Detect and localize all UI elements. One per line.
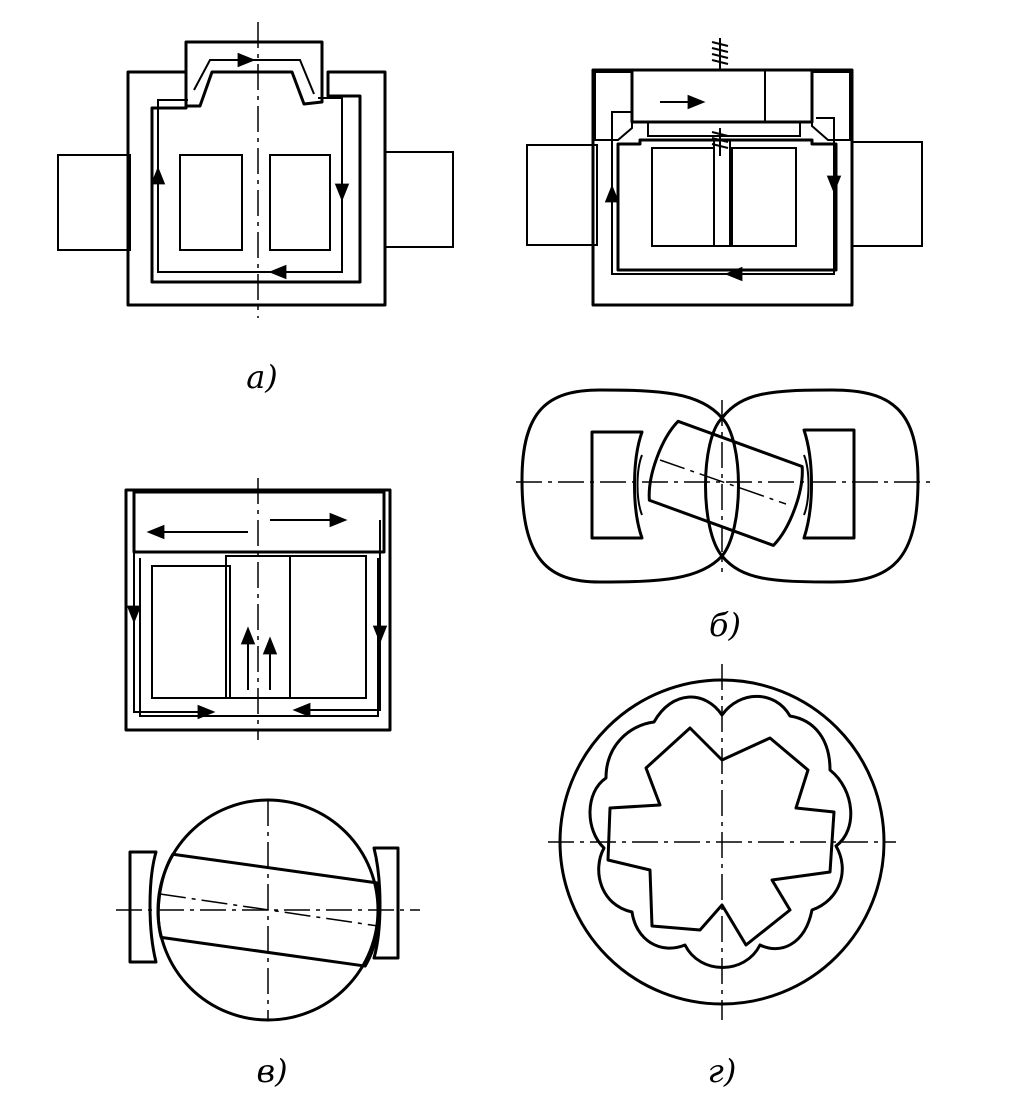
stator-bore-g	[588, 694, 853, 969]
pole-left-b	[590, 430, 644, 540]
stator-right-b	[720, 388, 920, 584]
pole-left-v	[128, 850, 158, 964]
panel-a: а)	[57, 22, 454, 396]
panel-g: г)	[548, 664, 896, 1090]
coil-block-left-a	[57, 154, 131, 251]
hatched-yoke-right	[811, 71, 851, 141]
pole-face-right-b	[803, 454, 810, 516]
rotor-axis-b	[659, 459, 787, 505]
rotor-bar-v	[156, 852, 382, 968]
spring-bottom-icon	[711, 128, 729, 156]
panel-v: в)	[116, 478, 420, 1090]
core-inner-v	[139, 558, 379, 717]
panel-label-v: в)	[256, 1052, 287, 1090]
inner-core-a2	[616, 138, 838, 272]
panel-a-variant	[526, 38, 923, 307]
center-pole-a2	[713, 139, 731, 247]
panel-label-g: г)	[708, 1052, 737, 1090]
coil-block-left-a2	[526, 144, 598, 246]
armature-v	[132, 490, 386, 554]
winding-a	[179, 154, 331, 251]
armature-a	[184, 40, 324, 108]
armature-a2	[630, 68, 814, 124]
flux-path-v	[126, 510, 388, 720]
flux-path-a2	[604, 94, 842, 282]
rotor-axis-v	[159, 893, 379, 927]
coil-block-right-a	[384, 151, 454, 248]
armature-inner-a	[193, 59, 315, 95]
rotor-star-g	[606, 726, 836, 947]
winding-a2	[651, 147, 797, 247]
panel-label-b: б)	[709, 606, 741, 644]
flux-path-a	[150, 52, 350, 280]
winding-v	[151, 555, 367, 699]
pole-right-b	[802, 428, 856, 540]
hatched-yoke-left	[594, 71, 633, 141]
magnet-core-a	[126, 70, 387, 307]
rotor-b	[647, 419, 804, 547]
pole-face-left-b	[636, 454, 643, 516]
spring-top-icon	[711, 38, 729, 70]
coil-block-right-a2	[851, 141, 923, 247]
panel-b: б)	[516, 388, 930, 644]
panel-label-a: а)	[246, 358, 278, 396]
stator-left-b	[520, 388, 724, 584]
